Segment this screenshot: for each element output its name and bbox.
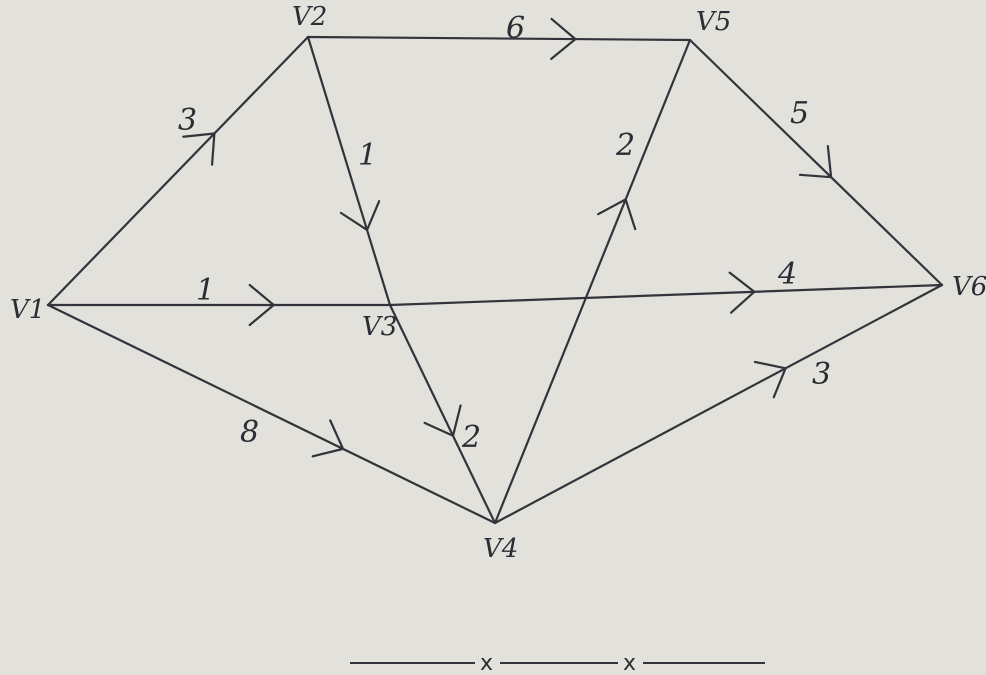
arrowhead-v4-v6 (753, 360, 787, 399)
edge-v3-v6 (388, 283, 944, 307)
divider-mark-1: x (480, 651, 493, 675)
edge-v1-v2 (46, 35, 310, 307)
edges-layer (46, 35, 944, 525)
arrowhead-v2-v5 (550, 17, 577, 61)
edge-weight-v3-v4: 2 (461, 420, 481, 455)
arrows-layer (182, 17, 833, 458)
edge-weight-v2-v5: 6 (506, 11, 525, 46)
edge-weight-v1-v3: 1 (196, 273, 215, 308)
vertex-label-v1: V1 (10, 295, 45, 325)
edge-v2-v5 (306, 35, 692, 42)
edge-v2-v3 (306, 35, 392, 307)
edge-weight-v1-v2: 3 (178, 103, 197, 138)
edge-v3-v4 (388, 303, 497, 525)
edge-v1-v4 (46, 303, 497, 525)
edge-weight-v5-v6: 5 (790, 96, 809, 131)
vertex-label-v3: V3 (362, 312, 397, 342)
arrowhead-v1-v2 (182, 132, 216, 166)
vertex-label-v2: V2 (292, 2, 327, 32)
arrowhead-v3-v4 (423, 404, 462, 437)
arrowhead-v4-v5 (597, 198, 637, 231)
arrowhead-v1-v3 (248, 283, 275, 327)
arrowhead-v1-v4 (311, 419, 345, 458)
divider-mark-2: x (623, 651, 636, 675)
arrowhead-v5-v6 (798, 145, 833, 179)
weights-layer: 3 1 8 1 6 2 4 2 3 5 (178, 11, 831, 455)
vertex-label-v4: V4 (483, 534, 518, 564)
arrowhead-v2-v3 (339, 200, 381, 232)
footer-divider: x x (350, 651, 765, 675)
edge-v4-v6 (493, 283, 944, 525)
edge-weight-v4-v5: 2 (615, 128, 635, 163)
edge-weight-v2-v3: 1 (358, 138, 377, 173)
edge-weight-v1-v4: 8 (240, 415, 259, 450)
edge-v5-v6 (688, 38, 944, 287)
arrowhead-v3-v6 (728, 271, 756, 314)
edge-weight-v3-v6: 4 (777, 257, 797, 292)
edge-v4-v5 (493, 38, 692, 525)
vertex-label-v5: V5 (696, 7, 731, 37)
vertex-label-v6: V6 (952, 272, 986, 302)
edge-weight-v4-v6: 3 (812, 357, 831, 392)
